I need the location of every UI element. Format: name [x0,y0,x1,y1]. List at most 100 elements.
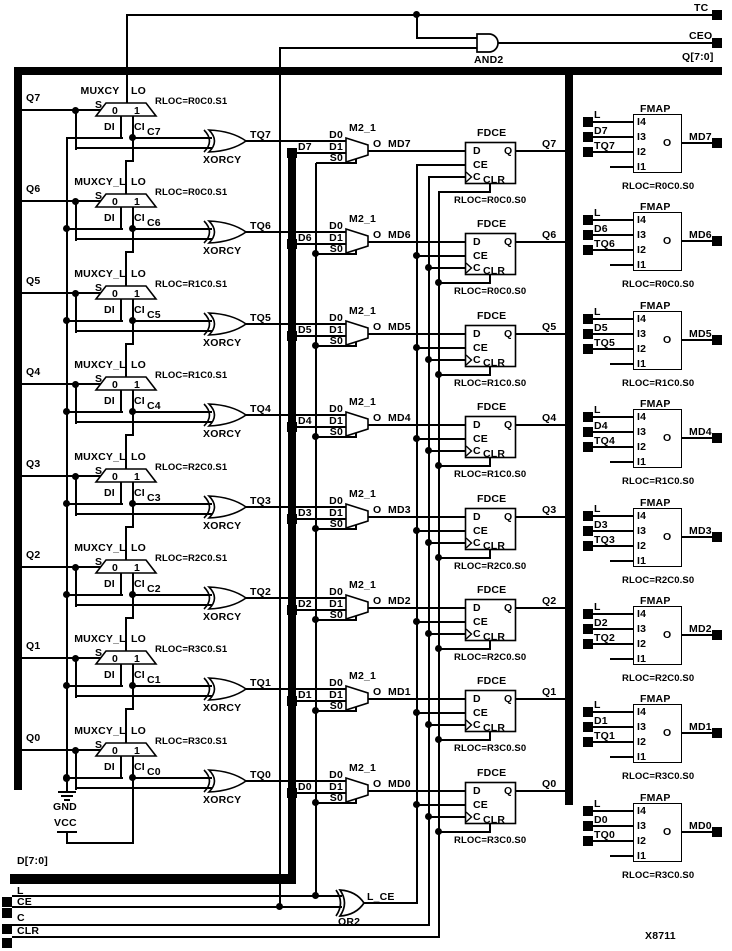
fmap-label: FMAP [640,103,671,115]
q-feedback-wire [21,749,103,751]
ce-tap-wire [416,712,466,714]
i3-input-wire [592,825,633,827]
ce-tap-wire [416,804,466,806]
di-pin-label: DI [104,669,115,681]
q-feedback-wire [75,657,77,698]
clr-tap-wire [438,557,491,559]
fmap-row: FMAP L D2 TQ2 I4 I3 I2 I1 O MD2 RLOC=R2C… [0,596,732,736]
carry-wire [132,503,212,505]
i1-pin-label: I1 [637,850,647,862]
muxcy-rloc-label: RLOC=R1C0.S1 [155,279,228,290]
fmap-box [633,606,682,665]
clock-tap-wire [428,724,466,726]
d0-pin-label: D0 [329,677,343,689]
carry-chain-wire [125,526,134,528]
muxcy-type-label: MUXCY [80,85,120,97]
junction-dot [129,774,136,781]
and2-input1-wire [416,14,418,39]
di-pin-wire [120,663,122,687]
vcc-wire [132,778,134,844]
fdce-rloc-label: RLOC=R1C0.S0 [454,469,527,480]
i4-pin-label: I4 [637,706,647,718]
di-pin-label: DI [104,578,115,590]
junction-dot [129,134,136,141]
muxcy-type-label: MUXCY_L [74,633,126,645]
o-output-wire [682,831,712,833]
d-tap-label: D0 [298,781,312,793]
i4-pin-label: I4 [637,411,647,423]
fdce-rloc-label: RLOC=R0C0.S0 [454,195,527,206]
i3-input-wire [592,234,633,236]
c-input-label: C [17,912,25,924]
xor-input-wire [75,695,212,697]
carry-chain-wire [125,160,134,162]
di-pin-wire [120,389,122,413]
q-bus-right-bar [565,67,573,805]
junction-dot [413,618,420,625]
di-pin-wire [120,206,122,230]
lo-pin-label: LO [131,725,146,737]
junction-dot [63,682,70,689]
m2-1-label: M2_1 [349,670,377,682]
lo-pin-label: LO [131,85,146,97]
muxcy-rloc-label: RLOC=R2C0.S1 [155,462,228,473]
q-bus-top-bar [14,67,722,75]
muxcy-type-label: MUXCY_L [74,176,126,188]
ci-pin-wire [132,206,134,230]
q-input-label: Q7 [26,92,41,104]
q-output-wire [515,607,566,609]
fmap-tq-label: TQ7 [594,140,616,152]
o-output-wire [682,732,712,734]
ce-tap-wire [416,164,466,166]
tq-pin-square [583,344,593,354]
fmap-l-label: L [594,109,601,121]
fmap-l-label: L [594,699,601,711]
c-input-wire [12,924,430,926]
carry-wire [132,137,212,139]
junction-dot [425,447,432,454]
carry-chain-wire [132,137,134,162]
carry-chain-wire [132,503,134,528]
d0-pin-label: D0 [329,220,343,232]
carry-net-label: C6 [147,217,161,229]
carry-chain-wire [125,617,134,619]
clr-pin-wire [489,366,491,376]
clr-pin-wire [489,183,491,193]
xor-input-wire [75,238,212,240]
i3-pin-label: I3 [637,229,647,241]
tq-wire [246,414,346,416]
lo-pin-label: LO [131,542,146,554]
lo-pin-label: LO [131,451,146,463]
fdce-rloc-label: RLOC=R3C0.S0 [454,835,527,846]
d-pin-square [583,132,593,142]
junction-dot [72,198,79,205]
md-wire [368,424,465,426]
fmap-label: FMAP [640,792,671,804]
fdce-label: FDCE [477,401,507,413]
fdce-label: FDCE [477,584,507,596]
q-output-label: Q5 [542,321,557,333]
fmap-box [633,311,682,370]
junction-dot [129,408,136,415]
l-pin-square [2,897,12,907]
tq-wire [246,780,346,782]
junction-dot [435,371,442,378]
fmap-l-label: L [594,503,601,515]
clr-tap-wire [438,648,491,650]
carry-chain-wire [125,708,127,743]
di-pin-wire [120,298,122,322]
fmap-row: FMAP L D1 TQ1 I4 I3 I2 I1 O MD1 RLOC=R3C… [0,694,732,834]
d-pin-square [583,329,593,339]
i2-input-wire [592,446,633,448]
clr-pin-wire [489,274,491,284]
junction-dot [129,682,136,689]
clr-pin-wire [489,731,491,741]
o-pin-label: O [373,229,382,241]
o-pin-label: O [373,504,382,516]
xor-input-wire [75,604,212,606]
ci-pin-label: CI [134,121,145,133]
junction-dot [312,250,319,257]
ce-tap-wire [416,438,466,440]
i4-input-wire [592,515,633,517]
q-feedback-wire [21,109,103,111]
